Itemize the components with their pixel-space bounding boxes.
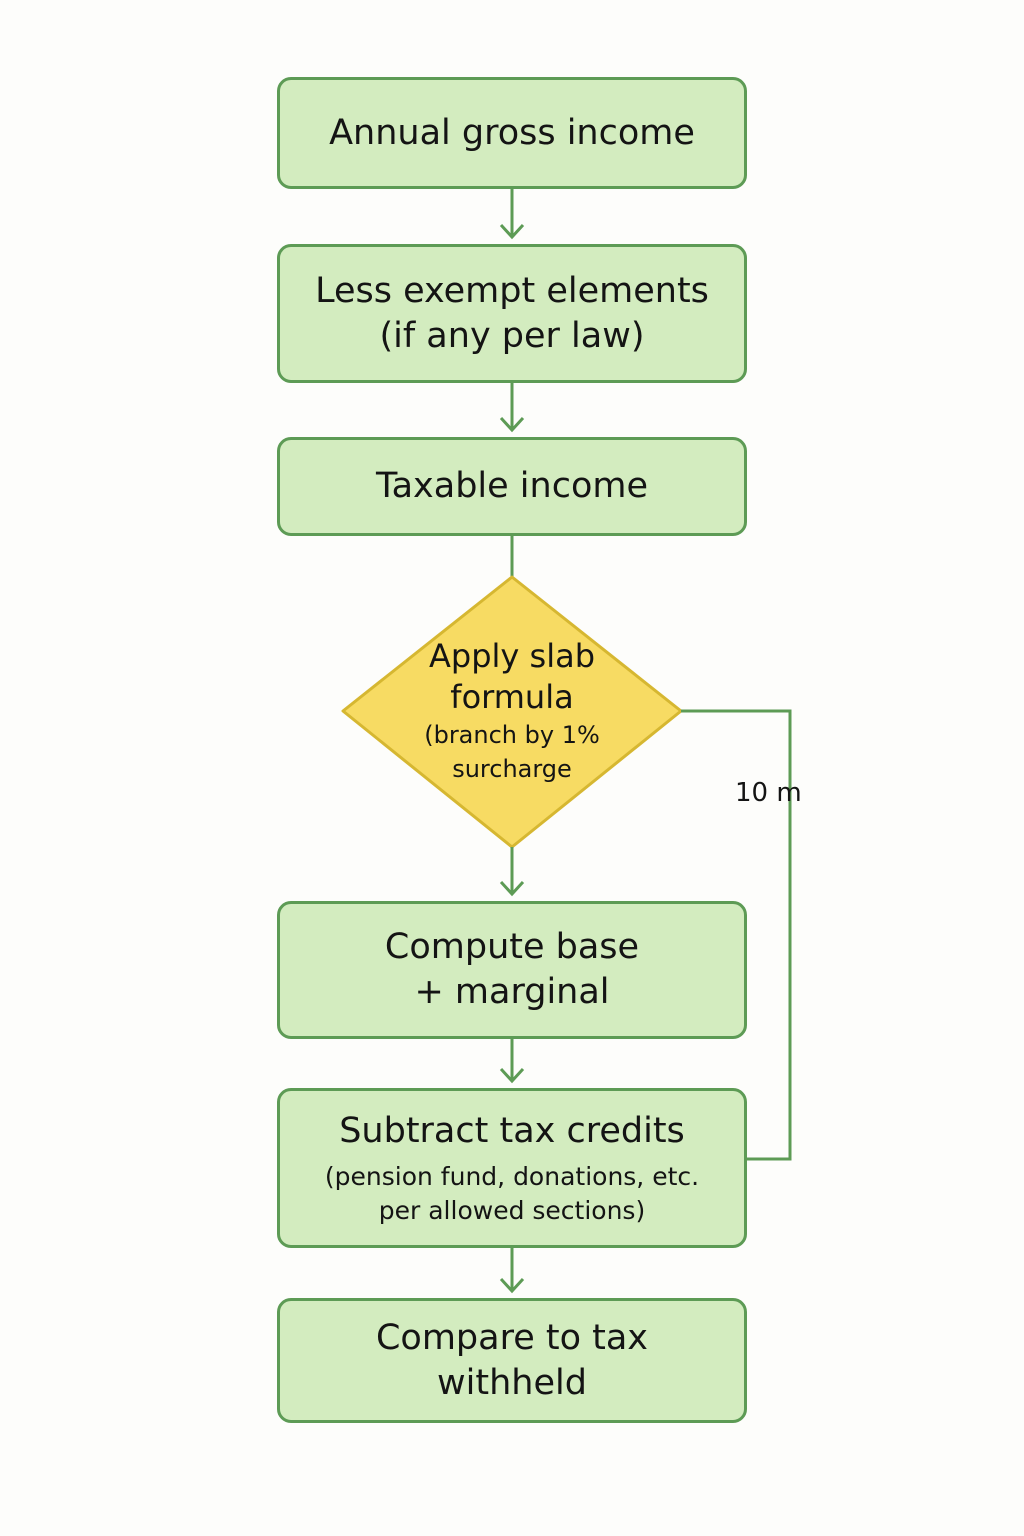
decision-line-2: formula [450, 678, 574, 716]
exempt-elements-box: Less exempt elements (if any per law) [277, 244, 747, 383]
compare-line-1: Compare to tax [375, 1317, 649, 1358]
taxable-income-label: Taxable income [376, 466, 648, 506]
connector-loop-decision-to-credits [681, 709, 792, 1161]
decision-line-3: (branch by 1% [424, 721, 600, 749]
compute-line-1: Compute base [384, 927, 640, 967]
credits-line-1: (pension fund, donations, etc. [324, 1161, 700, 1191]
arrowhead-compare [499, 1277, 525, 1294]
credits-line-2: per allowed sections) [378, 1195, 646, 1225]
decision-text: Apply slab formula (branch by 1% surchar… [372, 636, 652, 786]
decision-line-1: Apply slab [429, 637, 595, 675]
taxable-income-box: Taxable income [277, 437, 747, 536]
decision-line-4: surcharge [452, 755, 572, 783]
arrowhead-compute [499, 880, 525, 897]
compute-base-box: Compute base + marginal [277, 901, 747, 1039]
exempt-line-2: (if any per law) [379, 315, 645, 356]
gross-income-label: Annual gross income [329, 112, 695, 153]
arrowhead-taxable [499, 416, 525, 433]
gross-income-box: Annual gross income [277, 77, 747, 189]
compare-line-2: withheld [437, 1362, 587, 1403]
arrowhead-credits [499, 1067, 525, 1084]
compare-withheld-box: Compare to tax withheld [277, 1298, 747, 1423]
tax-credits-box: Subtract tax credits (pension fund, dona… [277, 1088, 747, 1248]
credits-title: Subtract tax credits [339, 1110, 685, 1151]
compute-line-2: + marginal [414, 972, 610, 1012]
exempt-line-1: Less exempt elements [315, 270, 709, 311]
loop-label: 10 m [735, 778, 802, 808]
arrowhead-exempt [499, 223, 525, 240]
